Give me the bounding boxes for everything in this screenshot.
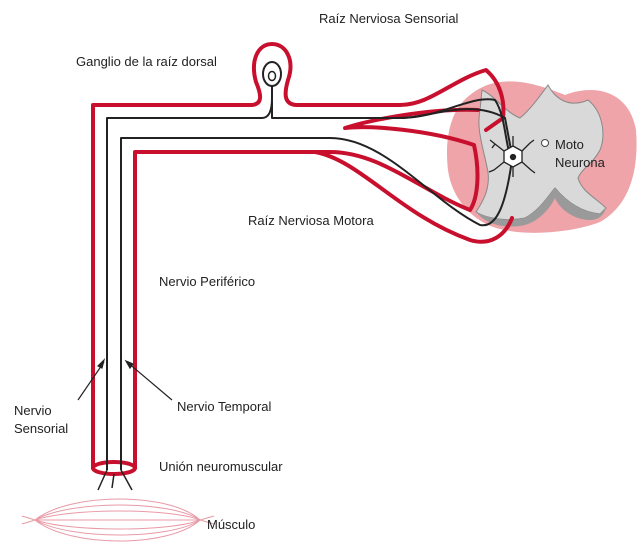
grey-matter (476, 85, 606, 220)
label-motor-root: Raíz Nerviosa Motora (248, 212, 374, 229)
label-muscle: Músculo (207, 516, 255, 533)
motor-neuron-dot (542, 140, 549, 147)
muscle-fiber (35, 520, 200, 529)
label-motor-neuron-line2: Neurona (555, 154, 605, 171)
label-sensory-nerve-line2: Sensorial (14, 420, 68, 437)
label-temporal-nerve: Nervio Temporal (177, 398, 271, 415)
muscle-fiber (35, 511, 200, 520)
label-peripheral-nerve: Nervio Periférico (159, 273, 255, 290)
ending-mid (112, 474, 114, 488)
muscle-fiber (35, 499, 200, 520)
soma-nucleus (511, 155, 516, 160)
nmj-ring (93, 462, 135, 474)
sheath-outer (93, 44, 503, 468)
label-sensory-nerve-line1: Nervio (14, 402, 52, 419)
muscle-tendon-left (22, 516, 35, 524)
ganglion-nucleus (269, 72, 276, 81)
pointer-sensory-arrow (98, 360, 104, 368)
muscle (22, 499, 214, 541)
dorsal-ganglion-cell (263, 62, 281, 86)
label-motor-neuron-line1: Moto (555, 136, 584, 153)
label-dorsal-ganglion: Ganglio de la raíz dorsal (76, 53, 217, 70)
label-sensory-root: Raíz Nerviosa Sensorial (319, 10, 458, 27)
label-nmj: Unión neuromuscular (159, 458, 283, 475)
muscle-fiber (35, 520, 200, 541)
